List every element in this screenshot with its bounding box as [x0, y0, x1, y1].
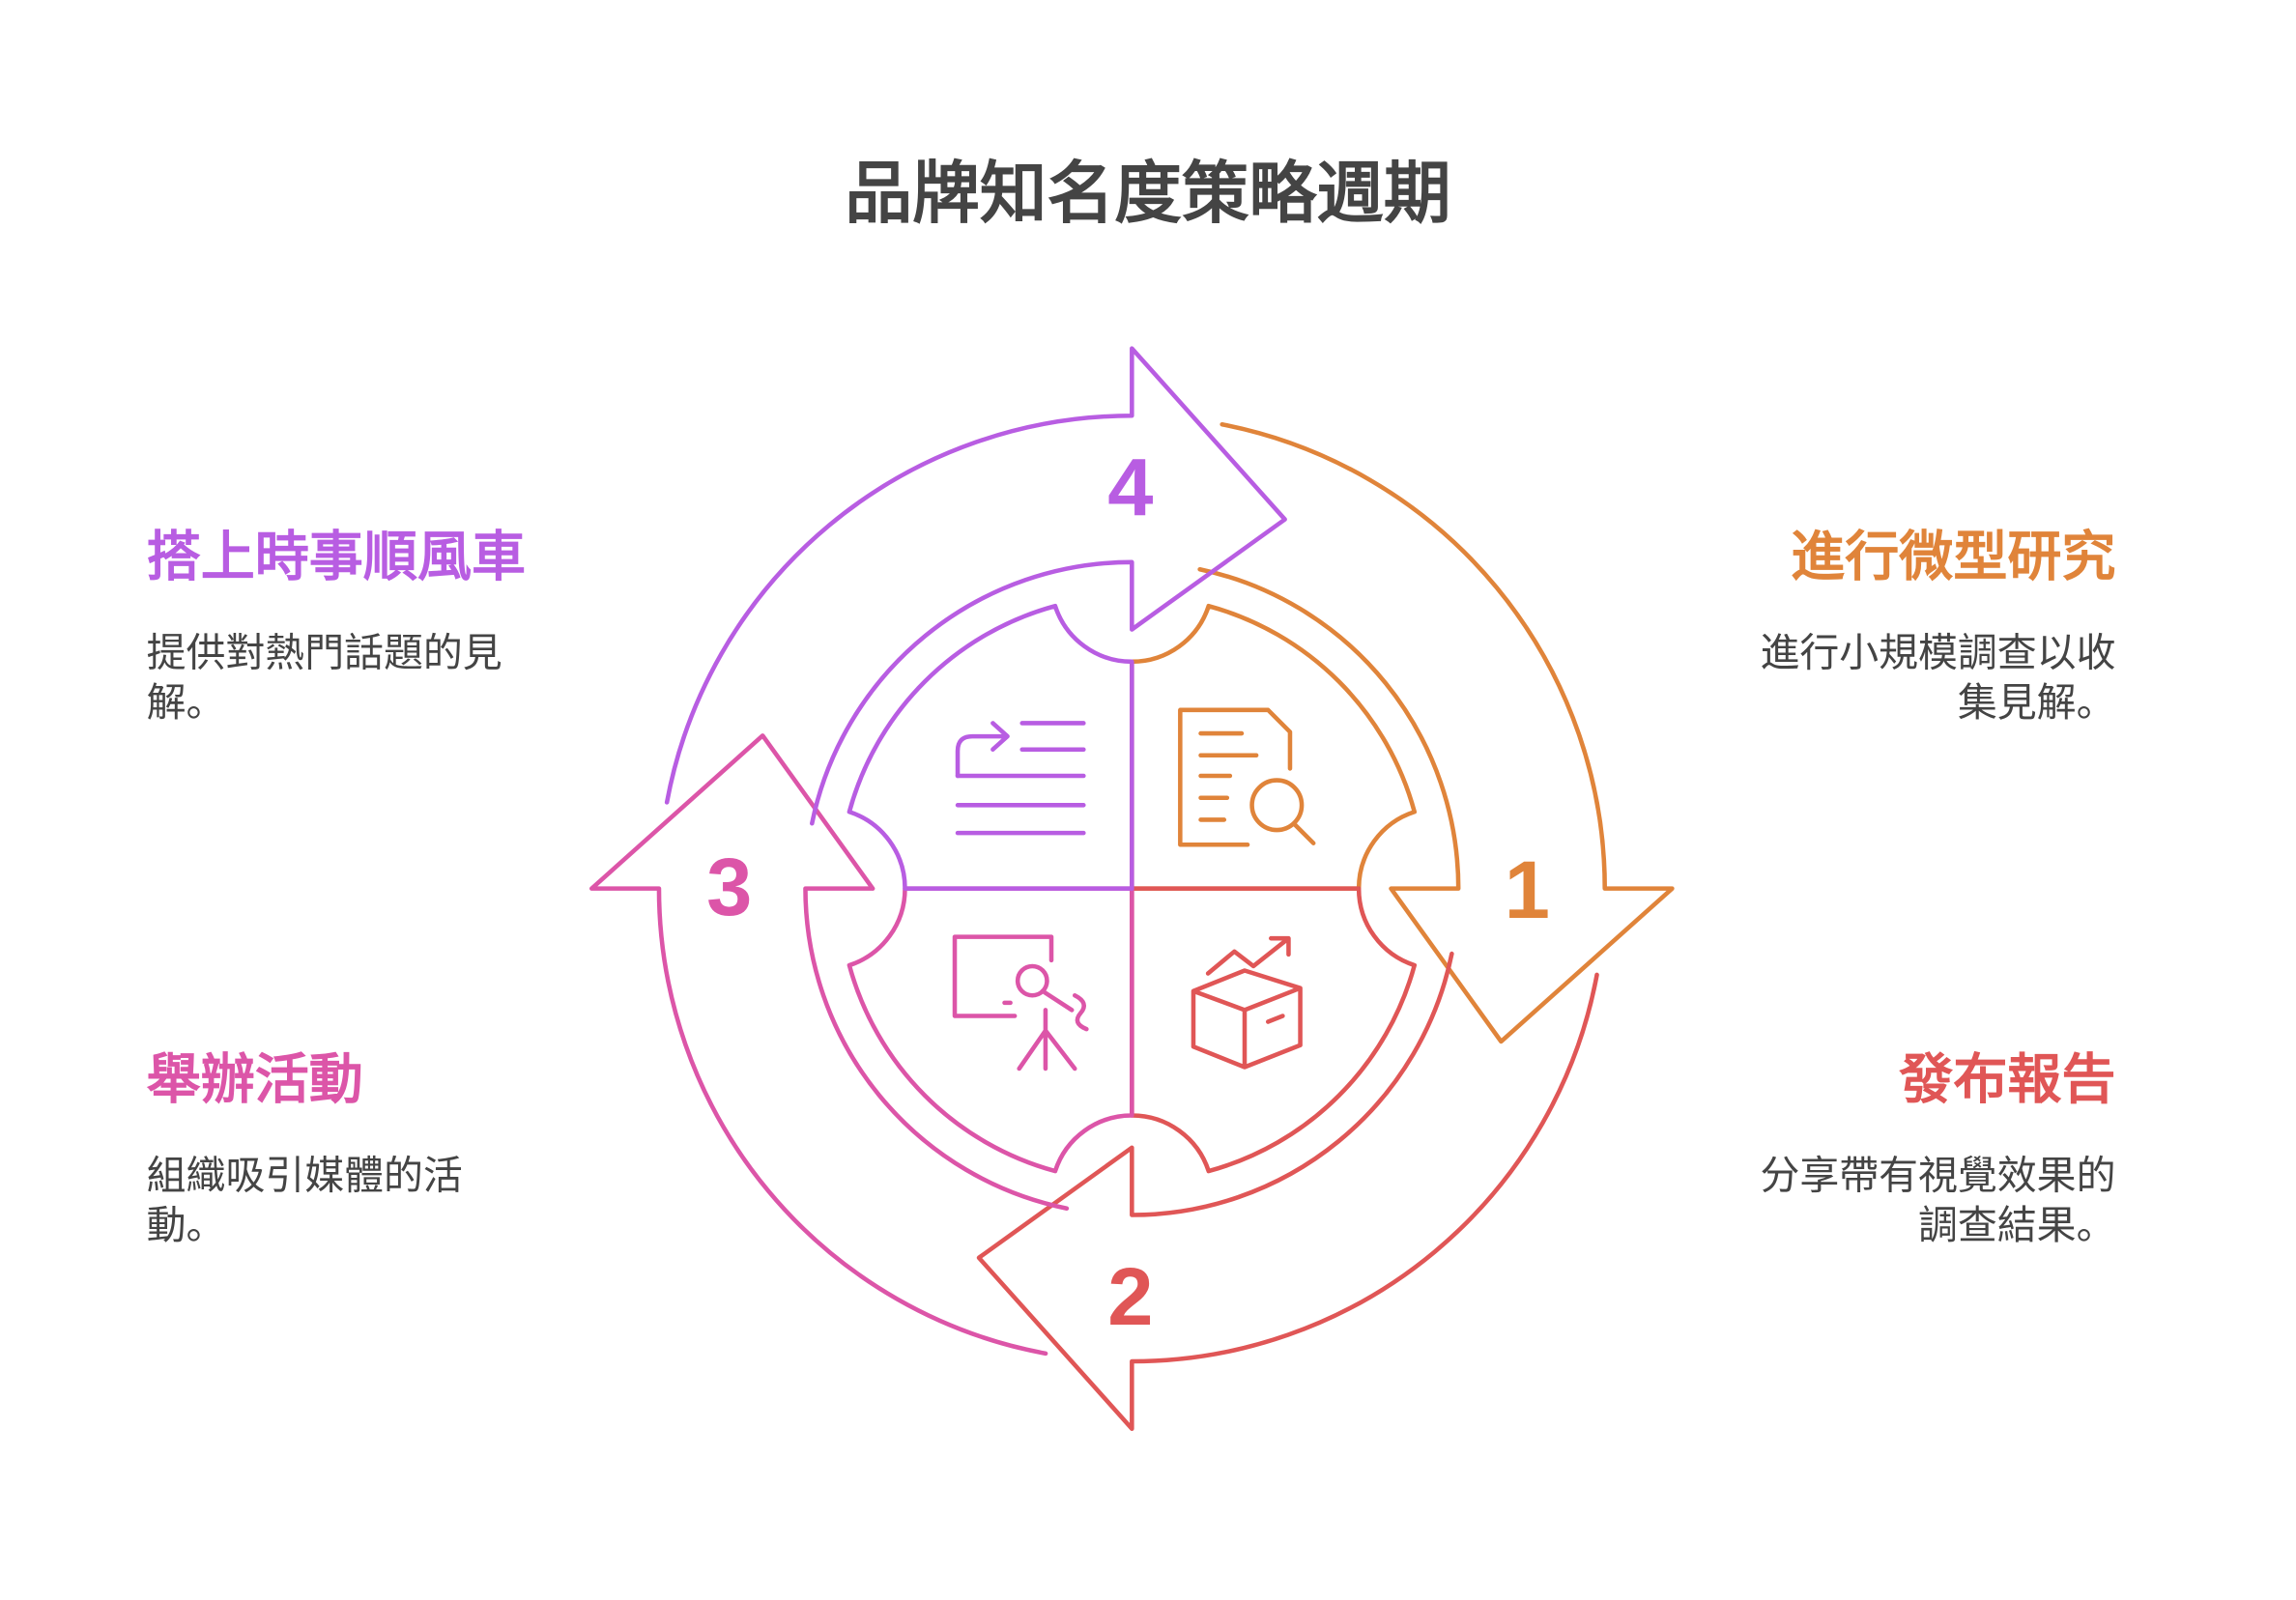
step-3-heading: 舉辦活動	[147, 1048, 363, 1111]
step-number-4: 4	[1107, 441, 1153, 532]
step-4-label: 搭上時事順風車 提供對熱門話題的見 解。	[147, 526, 526, 725]
step-1-label: 進行微型研究 進行小規模調查以收 集見解。	[1760, 526, 2115, 725]
step-3-label: 舉辦活動 組織吸引媒體的活 動。	[147, 1048, 463, 1247]
quadrant-step-3	[847, 886, 1134, 1174]
quadrant-step-2	[1130, 886, 1418, 1174]
step-2-desc-line-1: 分享帶有視覺效果的	[1760, 1152, 2115, 1198]
step-3-desc-line-1: 組織吸引媒體的活	[147, 1152, 463, 1198]
step-2-heading: 發布報告	[1898, 1048, 2115, 1111]
step-number-3: 3	[706, 841, 752, 932]
inner-quadrants	[847, 603, 1418, 1174]
box-trend-icon	[1191, 935, 1303, 1070]
presenter-icon	[952, 934, 1089, 1071]
step-3-arrow	[588, 733, 1070, 1357]
step-number-1: 1	[1505, 843, 1550, 935]
step-4-arrow	[664, 346, 1287, 826]
step-4-heading: 搭上時事順風車	[147, 526, 526, 588]
step-1-desc-line-2: 集見解。	[1958, 679, 2116, 726]
step-1-desc-line-1: 進行小規模調查以收	[1760, 629, 2115, 675]
cycle-arrows	[588, 346, 1675, 1432]
step-2-label: 發布報告 分享帶有視覺效果的 調查結果。	[1760, 1048, 2115, 1247]
step-2-desc-line-2: 調查結果。	[1918, 1202, 2115, 1248]
document-search-icon	[1178, 707, 1316, 847]
list-redirect-icon	[955, 721, 1086, 836]
page-title: 品牌知名度策略週期	[845, 155, 1450, 233]
step-number-2: 2	[1107, 1250, 1153, 1342]
step-3-desc-line-2: 動。	[147, 1202, 226, 1248]
step-4-desc-line-2: 解。	[147, 679, 226, 726]
step-1-heading: 進行微型研究	[1791, 526, 2115, 588]
quadrant-step-4	[847, 603, 1134, 891]
quadrant-step-1	[1130, 603, 1418, 891]
step-1-arrow	[1197, 421, 1675, 1044]
step-4-desc-line-1: 提供對熱門話題的見	[147, 629, 502, 675]
step-2-arrow	[976, 951, 1599, 1432]
